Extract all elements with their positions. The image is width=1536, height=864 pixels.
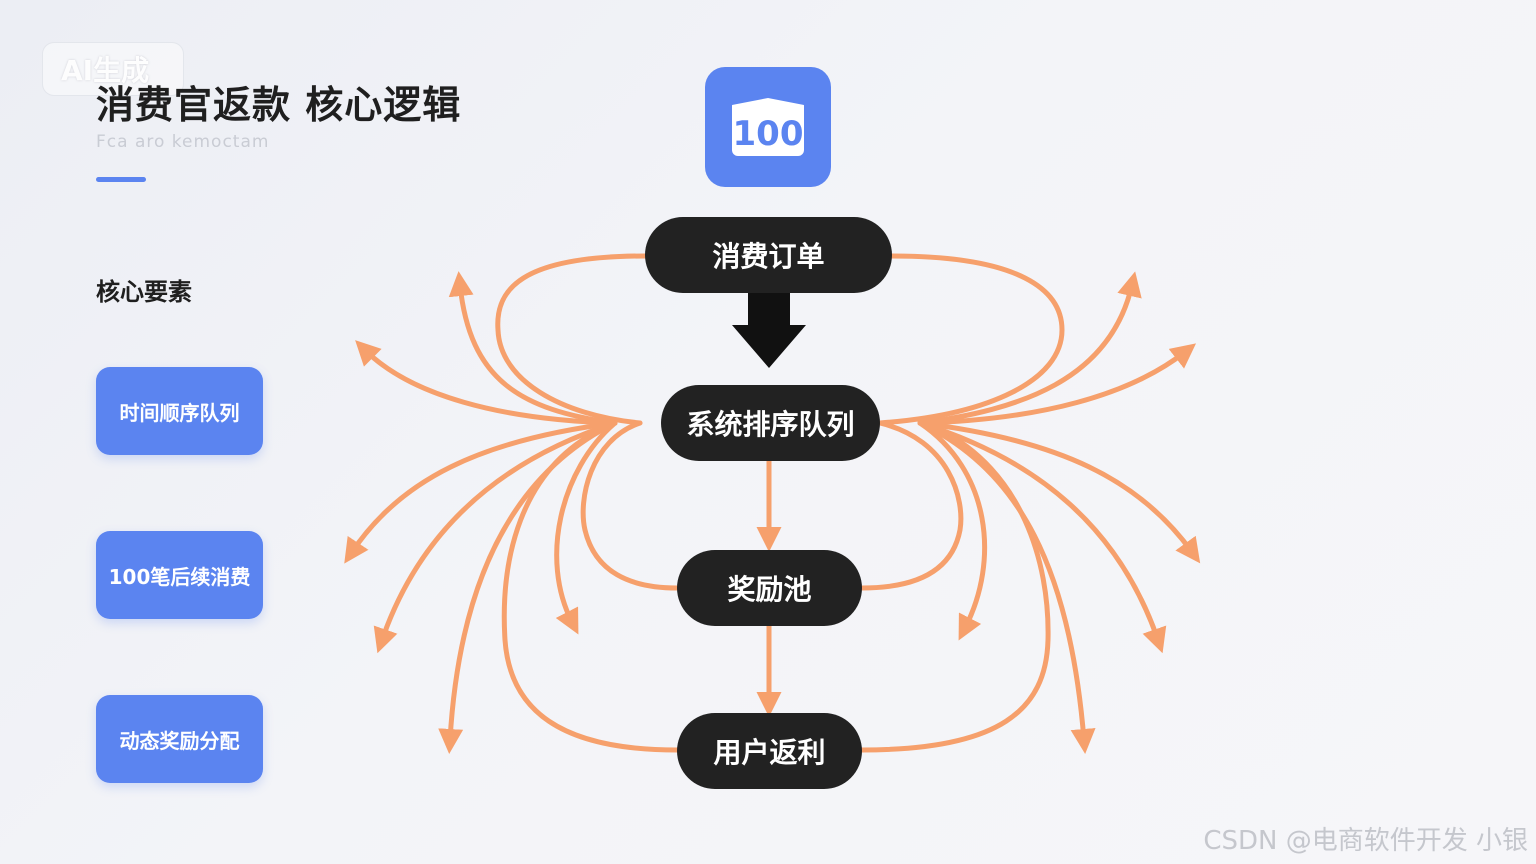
fan-left-arrow (448, 271, 618, 426)
node-system-queue: 系统排序队列 (661, 385, 880, 461)
core-elements-label: 核心要素 (96, 278, 192, 306)
fan-left-arrow (438, 420, 618, 754)
fan-right-arrow (917, 420, 1096, 754)
fan-right-arrow (917, 420, 1201, 564)
loop-right-low (859, 427, 1051, 753)
page-subtitle: Fca aro kemoctam (96, 132, 270, 152)
fan-left-arrow (373, 420, 618, 654)
fan-left-arrow (344, 420, 618, 564)
fan-left-arrow (355, 340, 618, 426)
element-card-time-queue: 时间顺序队列 (96, 367, 263, 455)
node-reward-pool: 奖励池 (677, 550, 862, 626)
loop-right-top (877, 253, 1065, 426)
watermark: CSDN @电商软件开发 小银 (1203, 826, 1528, 856)
fan-right-arrow (917, 271, 1142, 426)
fan-right-arrow (917, 420, 1167, 654)
page-title: 消费官返款 核心逻辑 (96, 83, 462, 127)
node-user-rebate: 用户返利 (677, 713, 862, 789)
fan-right-arrow (917, 420, 988, 641)
logo-100-icon: 100 (705, 67, 831, 187)
loop-left-mid (580, 420, 680, 591)
ai-generated-badge: AI生成 (42, 42, 184, 96)
fan-left-arrow (554, 420, 618, 635)
fan-right-arrow (917, 343, 1197, 426)
node-consumption-order: 消费订单 (645, 217, 892, 293)
element-card-dynamic-reward: 动态奖励分配 (96, 695, 263, 783)
element-card-100-orders: 100笔后续消费 (96, 531, 263, 619)
loop-right-mid (859, 420, 964, 591)
title-accent-bar (96, 177, 146, 182)
arrow-order-to-queue (732, 293, 806, 368)
logo-text: 100 (732, 98, 804, 156)
loop-left-top (495, 253, 648, 426)
